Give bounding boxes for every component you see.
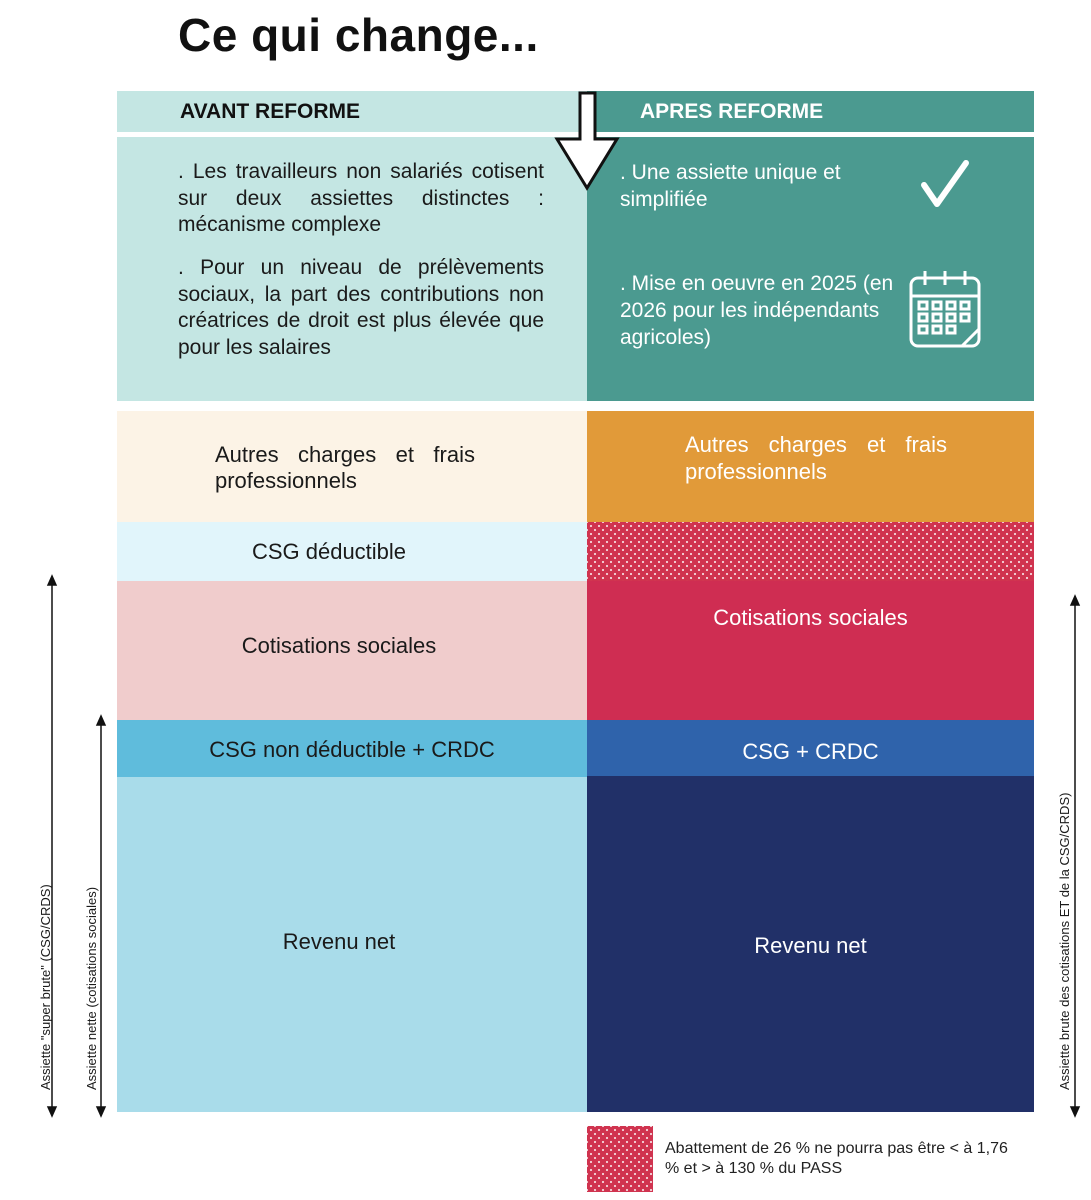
page-title: Ce qui change... [178, 9, 539, 61]
header-avant-label: AVANT REFORME [180, 100, 361, 123]
axis-super-brute-arrow [46, 574, 58, 1118]
header-apres [587, 91, 1034, 132]
arrow-down-icon [554, 91, 620, 191]
avant-cotisations-label: Cotisations sociales [241, 633, 437, 658]
axis-nette-arrow [95, 714, 107, 1118]
axis-brute-arrow [1069, 594, 1081, 1118]
avant-autres-block [117, 411, 587, 522]
avant-csg-deductible-block [117, 522, 587, 581]
legend-swatch [587, 1126, 653, 1192]
apres-point-2: . Mise en oeuvre en 2025 (en 2026 pour l… [620, 272, 894, 349]
header-avant [117, 91, 587, 132]
avant-autres-label: Autres charges et frais professionnels [215, 442, 475, 493]
apres-cotisations-block [587, 581, 1034, 720]
header-apres-label: APRES REFORME [640, 100, 824, 123]
avant-csg-non-deductible-block [117, 720, 587, 777]
apres-cotisations-label: Cotisations sociales [713, 605, 908, 630]
apres-abattement-block [587, 522, 1034, 581]
legend-label: Abattement de 26 % ne pourra pas être < … [665, 1140, 1008, 1177]
intro-apres-box [587, 137, 1034, 401]
apres-autres-label: Autres charges et frais professionnels [685, 432, 947, 484]
avant-revenu-block [117, 777, 587, 1112]
apres-csg-label: CSG + CRDC [742, 739, 879, 764]
calendar-icon [909, 271, 981, 348]
apres-revenu-label: Revenu net [754, 933, 867, 958]
checkmark-icon [921, 160, 969, 207]
apres-point-1: . Une assiette unique et simplifiée [620, 161, 841, 211]
apres-autres-block [587, 411, 1034, 522]
avant-csg-non-deductible-label: CSG non déductible + CRDC [209, 737, 495, 762]
avant-point-2: . Pour un niveau de prélèvements sociaux… [178, 256, 544, 359]
avant-revenu-label: Revenu net [282, 929, 396, 954]
avant-cotisations-block [117, 581, 587, 720]
apres-revenu-block [587, 776, 1034, 1112]
avant-csg-deductible-label: CSG déductible [251, 539, 407, 564]
apres-csg-block [587, 720, 1034, 776]
intro-avant-box [117, 137, 587, 401]
avant-point-1: . Les travailleurs non salariés cotisent… [178, 160, 544, 236]
